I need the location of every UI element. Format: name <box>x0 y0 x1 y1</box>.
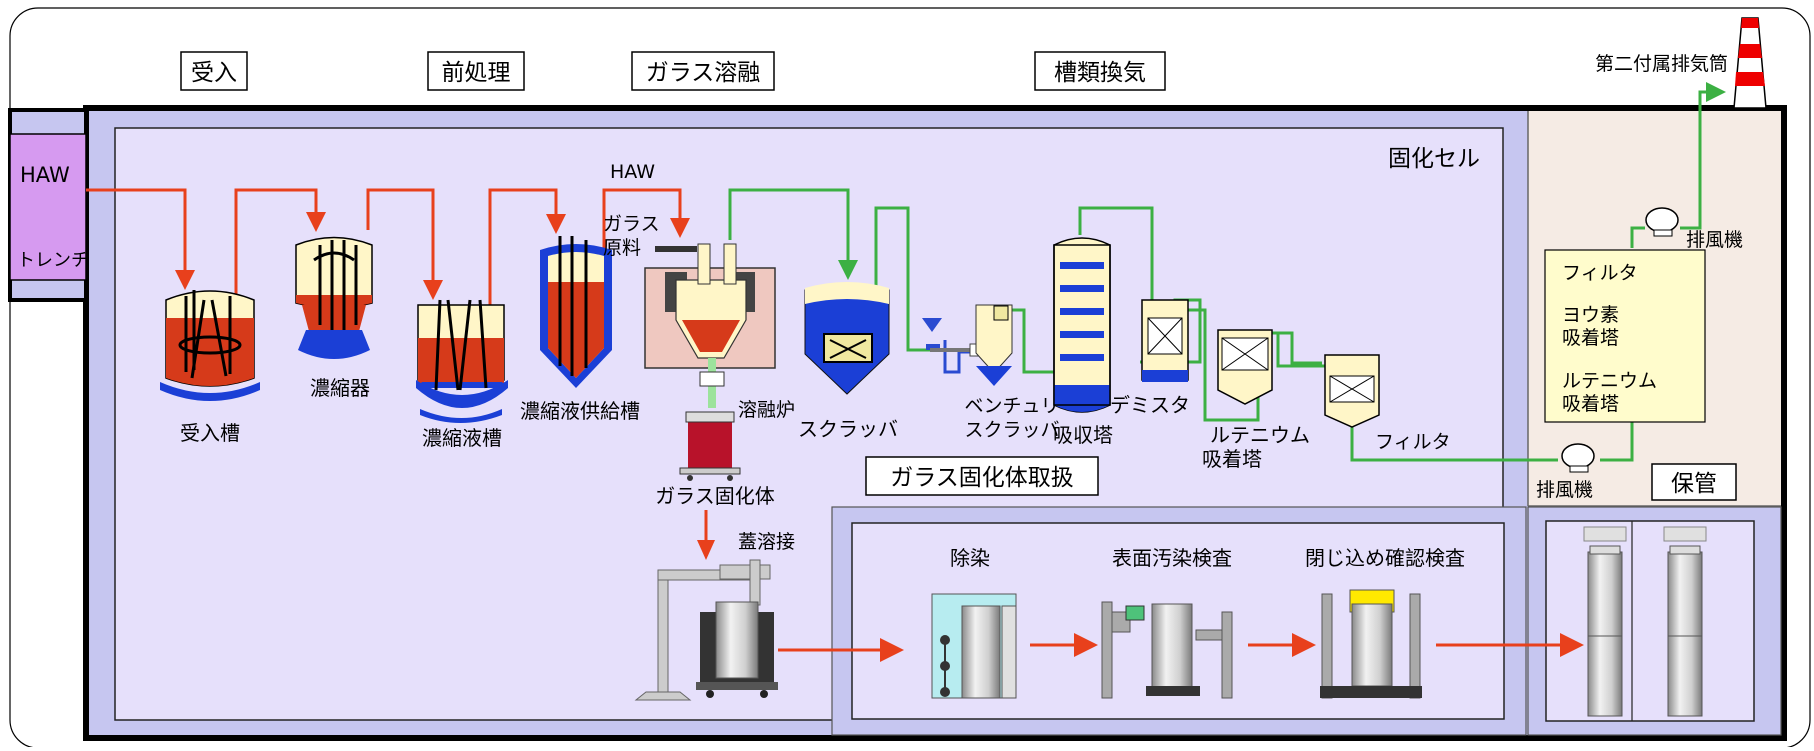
offgas-treatment-unit <box>1544 249 1706 423</box>
liquid-arrows <box>175 212 1584 662</box>
lid-welding-label: 蓋溶接 <box>738 531 795 553</box>
offgas-iodine-label-1: ヨウ素 <box>1562 304 1619 326</box>
seal-inspection-station <box>1320 589 1422 699</box>
decontamination-label: 除染 <box>950 546 990 570</box>
section-receiving-label: 受入 <box>191 60 237 86</box>
ruthenium-adsorber <box>1217 329 1273 405</box>
seal-inspection-label: 閉じ込め確認検査 <box>1305 546 1465 570</box>
exhaust-fan-upper <box>1645 207 1679 237</box>
concentrator-label: 濃縮器 <box>310 376 370 400</box>
gas-arrows <box>838 82 1726 280</box>
absorber <box>1053 237 1111 413</box>
offgas-filter-label: フィルタ <box>1562 262 1638 284</box>
exhaust-fan-upper-label: 排風機 <box>1686 229 1743 251</box>
offgas-iodine-label-2: 吸着塔 <box>1562 327 1619 349</box>
concentrate-feed-tank <box>540 236 612 388</box>
glass-product-label: ガラス固化体 <box>655 484 775 508</box>
offgas-ruthenium-label-2: 吸着塔 <box>1562 393 1619 415</box>
section-tank-ventilation: 槽類換気 <box>1034 51 1166 91</box>
liquid-lines <box>86 188 1568 652</box>
concentrate-tank-label: 濃縮液槽 <box>422 426 502 450</box>
trench-inner <box>9 133 87 281</box>
stack-label: 第二付属排気筒 <box>1595 53 1728 75</box>
venturi-label-2: スクラッバ <box>964 419 1059 441</box>
ruthenium-label-2: 吸着塔 <box>1202 447 1262 471</box>
concentrator <box>295 236 373 359</box>
offgas-ruthenium-label-1: ルテニウム <box>1562 370 1657 392</box>
surface-inspection-label: 表面汚染検査 <box>1112 546 1232 570</box>
scrubber-label: スクラッバ <box>798 417 898 441</box>
receiving-tank-label: 受入槽 <box>180 421 240 445</box>
decontamination-station <box>931 593 1017 699</box>
filter <box>1324 354 1380 428</box>
lid-welding-station <box>634 559 778 701</box>
section-tank-ventilation-label: 槽類換気 <box>1054 60 1146 86</box>
glass-raw-material-label-2: 原料 <box>603 237 641 259</box>
section-pretreatment-label: 前処理 <box>442 60 511 86</box>
exhaust-fan-lower-label: 排風機 <box>1536 479 1593 501</box>
exhaust-fan-lower <box>1561 443 1595 473</box>
raw-material-feeder <box>655 246 697 252</box>
section-glass-melting-label: ガラス溶融 <box>646 60 761 86</box>
absorber-label: 吸収塔 <box>1053 423 1113 447</box>
glass-raw-material-label-1: ガラス <box>603 213 660 235</box>
exhaust-stack <box>1733 17 1767 109</box>
ruthenium-label-1: ルテニウム <box>1210 423 1310 447</box>
demister-label: デミスタ <box>1110 393 1190 417</box>
haw-feed-label: HAW <box>610 161 655 183</box>
section-storage: 保管 <box>1651 463 1737 501</box>
section-pretreatment: 前処理 <box>427 51 525 91</box>
melter-label: 溶融炉 <box>738 399 795 421</box>
receiving-tank <box>160 290 260 401</box>
filter-label: フィルタ <box>1375 431 1451 453</box>
section-storage-label: 保管 <box>1671 471 1717 497</box>
section-glass-handling-label: ガラス固化体取扱 <box>890 465 1074 491</box>
storage-cell <box>1545 520 1755 722</box>
surface-inspection-station <box>1101 601 1233 699</box>
scrubber <box>804 282 890 395</box>
trench-label-bottom: トレンチ <box>17 250 89 271</box>
cell-name: 固化セル <box>1388 146 1480 172</box>
section-glass-melting: ガラス溶融 <box>631 51 775 91</box>
melter <box>644 243 776 481</box>
trench-label-top: HAW <box>20 163 70 187</box>
storage-canisters <box>1583 526 1707 717</box>
concentrate-feed-tank-label: 濃縮液供給槽 <box>520 399 640 423</box>
venturi-scrubber <box>922 304 1013 386</box>
demister <box>1141 299 1189 382</box>
section-receiving: 受入 <box>180 51 248 91</box>
venturi-label-1: ベンチュリ <box>964 395 1059 417</box>
section-glass-handling: ガラス固化体取扱 <box>865 456 1099 496</box>
concentrate-tank <box>416 299 508 423</box>
